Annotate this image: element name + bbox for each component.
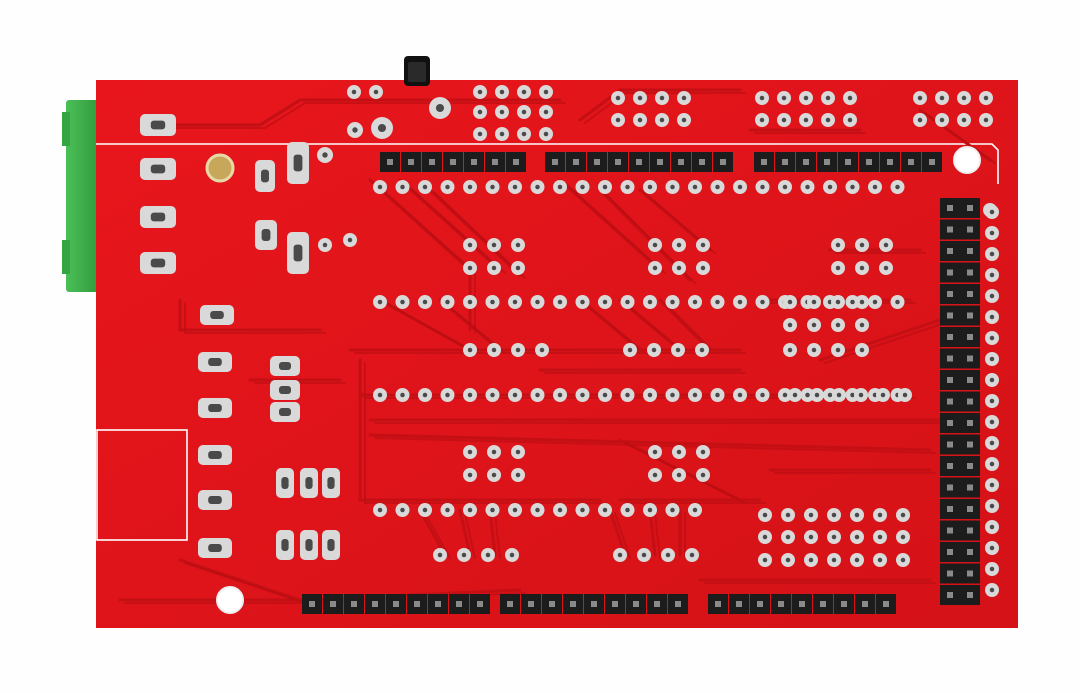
solder-pads xyxy=(140,85,999,597)
screw-terminal-icon xyxy=(62,100,100,292)
tactile-switch-icon xyxy=(404,56,430,86)
pin-header-icon xyxy=(302,152,980,614)
mounting-holes xyxy=(205,146,981,614)
silkscreen xyxy=(96,143,999,541)
